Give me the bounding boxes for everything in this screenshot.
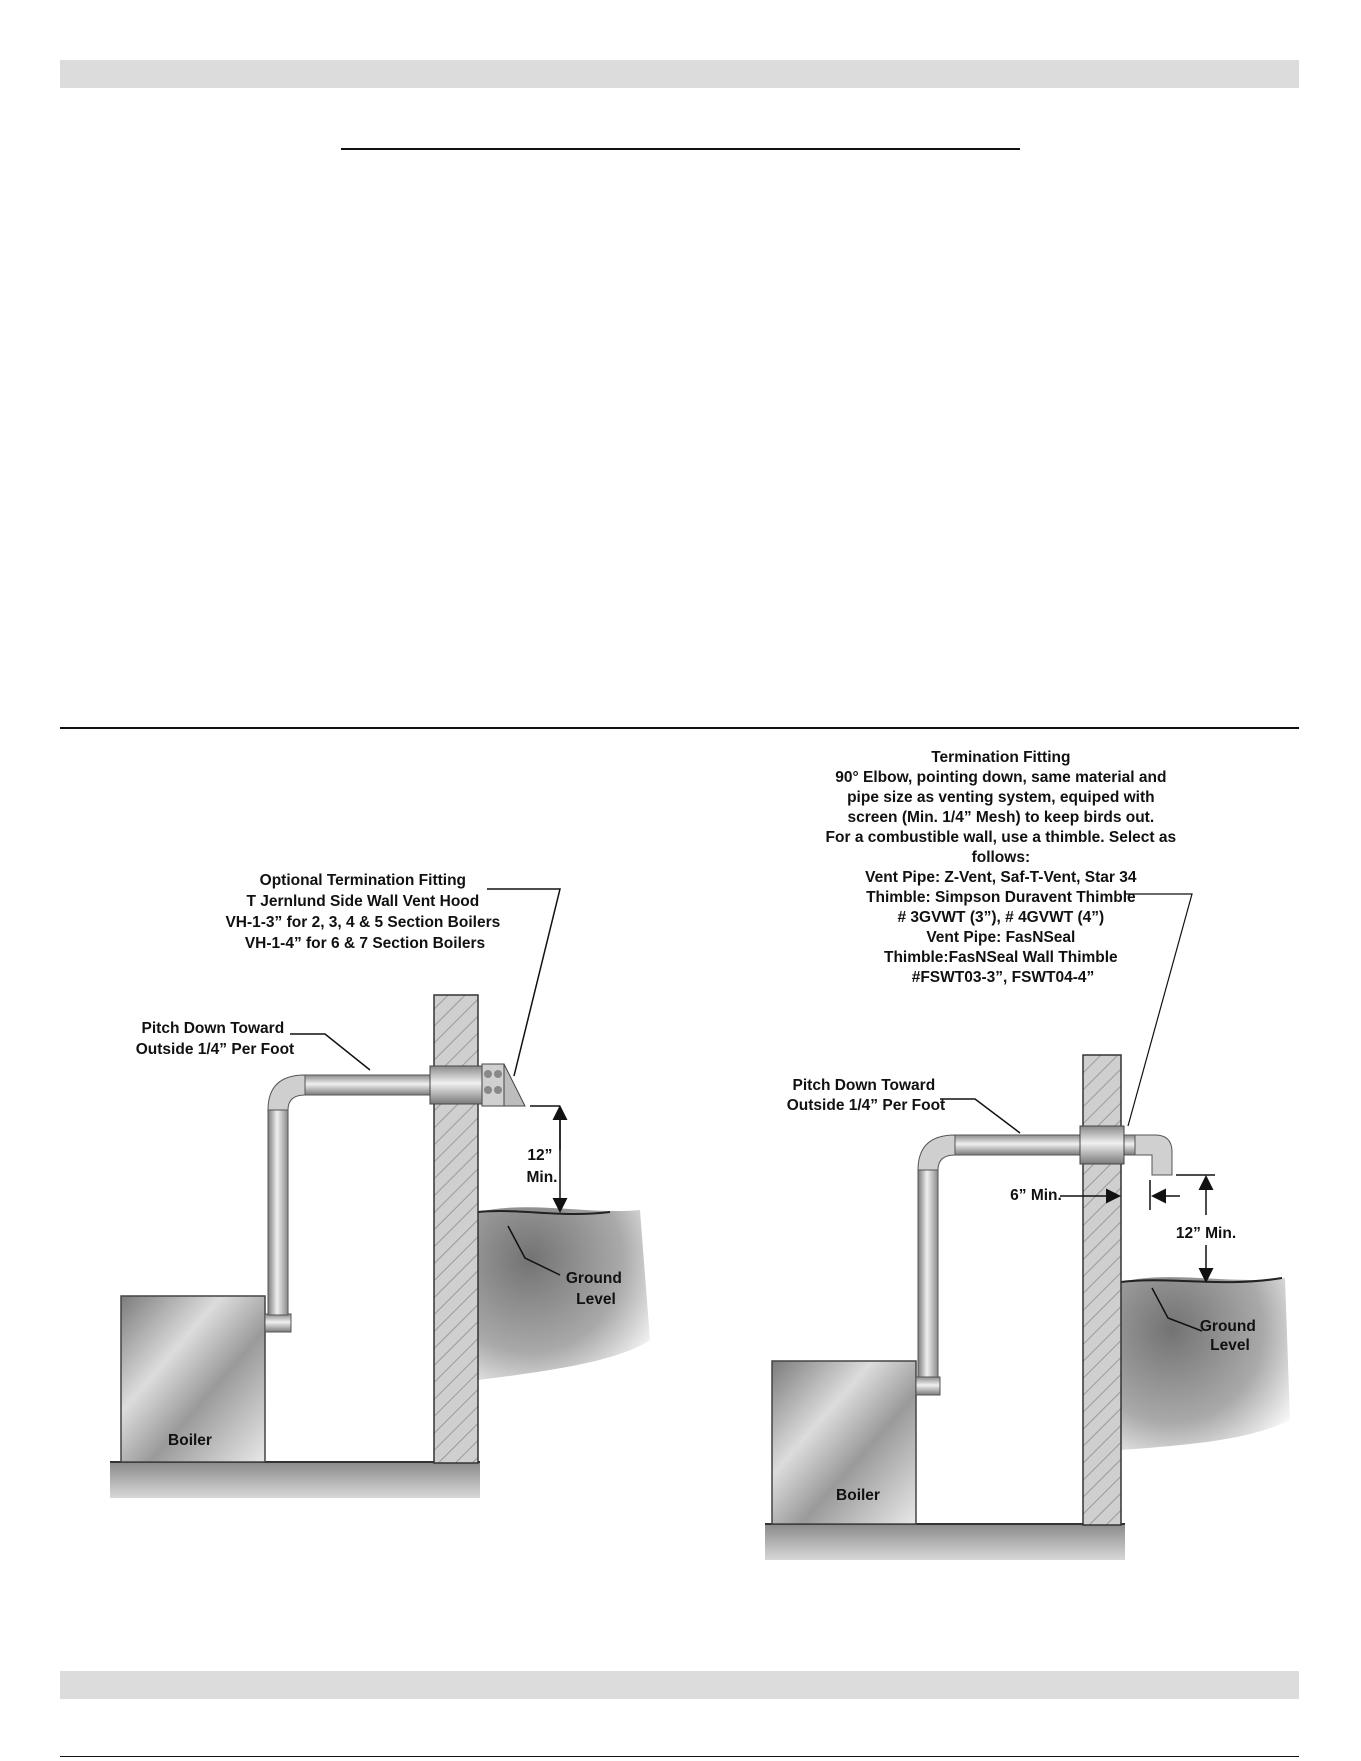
header-bar — [60, 60, 1299, 88]
wall-clearance-label: 6” Min. — [1010, 1187, 1062, 1204]
ground-level-label: Ground Level — [566, 1270, 626, 1308]
figure2: Termination Fitting 90° Elbow, pointing … — [765, 749, 1290, 1560]
boiler-label-2: Boiler — [836, 1487, 880, 1504]
section-rule — [60, 727, 1299, 729]
optional-termination-label: Optional Termination Fitting T Jernlund … — [225, 872, 504, 952]
bottom-rule — [60, 1756, 1299, 1757]
termination-fitting-label: Termination Fitting 90° Elbow, pointing … — [826, 749, 1181, 986]
boiler-label: Boiler — [168, 1432, 212, 1449]
pitch-label: Pitch Down Toward Outside 1/4” Per Foot — [136, 1020, 294, 1058]
footer-bar — [60, 1671, 1299, 1699]
figure1: Optional Termination Fitting T Jernlund … — [110, 872, 650, 1498]
clearance-label-2: 12” Min. — [1176, 1225, 1236, 1242]
title-rule — [341, 148, 1020, 150]
clearance-label: 12” Min. — [527, 1147, 558, 1186]
ground-level-label-2: Ground Level — [1200, 1318, 1260, 1354]
pitch-label-2: Pitch Down Toward Outside 1/4” Per Foot — [787, 1077, 945, 1114]
